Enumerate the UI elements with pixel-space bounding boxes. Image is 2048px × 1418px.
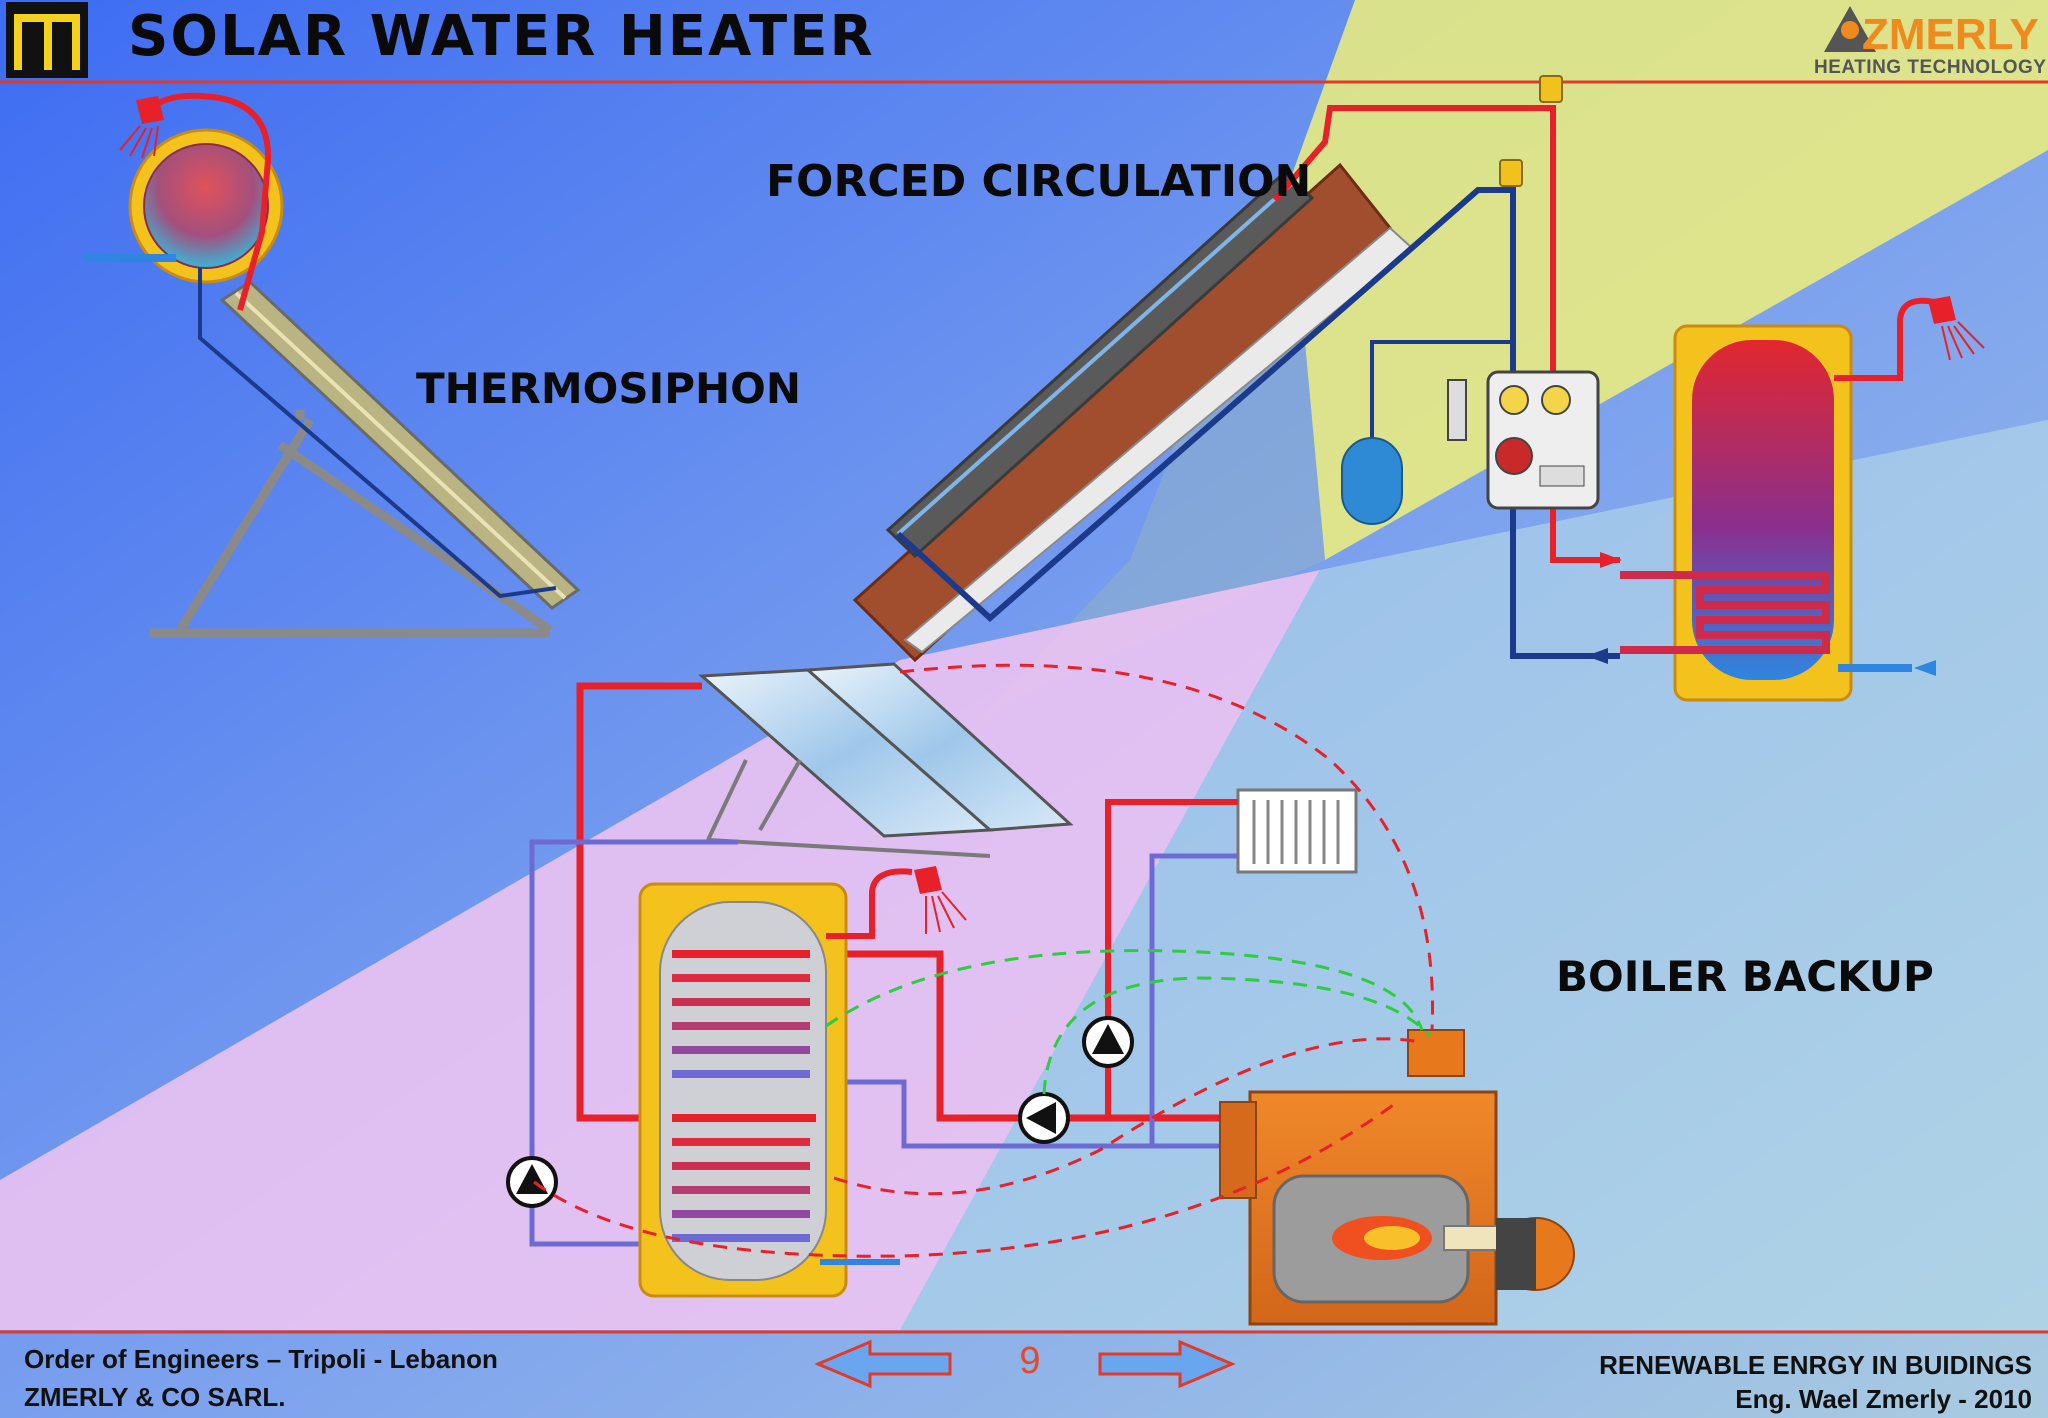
zmerly-logo-icon [1824,6,1876,52]
next-slide-button[interactable] [1098,1339,1236,1389]
expansion-vessel-pipe [1370,340,1510,470]
forced-collector [885,169,1315,559]
radiator-hot-pipe [1105,799,1238,1118]
thermosiphon-system [84,92,581,638]
sunlight-beam-yellow [1290,0,2048,560]
footer-author: Eng. Wael Zmerly - 2010 [1735,1384,2032,1414]
pump-station [1447,370,1600,510]
expansion-vessel [1341,437,1403,525]
logo-mark-icon [6,2,88,78]
cold-flow-arrow-icon [1586,648,1608,664]
thermosiphon-stand [150,410,553,638]
footer-organization: Order of Engineers – Tripoli - Lebanon [24,1344,498,1374]
thermosiphon-shower-icon [119,96,164,159]
flat-plate-collectors [698,662,1074,858]
radiator-return-pipe [1149,853,1238,1146]
previous-slide-button[interactable] [814,1339,952,1389]
forced-tank-core [1692,340,1834,680]
backup-tank-core [659,901,827,1281]
boiler-controller [1407,1029,1465,1077]
slide-title: SOLAR WATER HEATER [128,4,875,69]
boiler-hot-pipe [810,950,1250,1122]
boiler-backup-system [506,662,1575,1326]
cold-inlet-arrow-icon [1914,660,1936,676]
forced-tank-hot-outlet [1834,297,1935,381]
hot-flow-arrow-icon [1600,552,1622,568]
backup-tank-upper-coil [672,950,810,1078]
air-vent-icon [1499,159,1523,187]
forced-tank-coil [1620,571,1830,654]
footer-company: ZMERLY & CO SARL. [24,1382,286,1412]
backup-tank-hot-outlet [826,868,913,939]
thermosiphon-hot-pipe [147,92,272,311]
boiler [1219,1029,1575,1326]
boiler-return-pipe [810,1079,1250,1149]
label-boiler-backup: BOILER BACKUP [1556,952,1934,1001]
forced-cold-pipe [895,187,1620,659]
backup-shower-icon [914,866,967,934]
thermosiphon-cold-pipe [198,268,557,599]
backup-tank-lower-coil [672,1114,816,1242]
label-thermosiphon: THERMOSIPHON [416,364,801,413]
label-forced-circulation: FORCED CIRCULATION [766,156,1312,207]
solar-pump-icon [506,1156,558,1208]
radiator [1236,788,1358,874]
brand-name: ZMERLY [1862,10,2039,59]
brand-tagline: HEATING TECHNOLOGY [1814,57,2047,78]
control-wiring-green [825,949,1432,1095]
page-number: 9 [1019,1340,1041,1382]
control-wiring-red [533,663,1435,1258]
forced-shower-icon [1928,296,1985,361]
forced-hot-pipe [1272,105,1620,563]
air-vent-icon [1539,75,1563,103]
radiator-pump-icon [1082,1016,1134,1068]
boiler-pump-icon [1018,1092,1070,1144]
forced-circulation-system [852,75,1985,702]
burner [1443,1225,1501,1251]
footer-course-title: RENEWABLE ENRGY IN BUIDINGS [1599,1350,2032,1380]
thermosiphon-tank-core [143,143,269,269]
